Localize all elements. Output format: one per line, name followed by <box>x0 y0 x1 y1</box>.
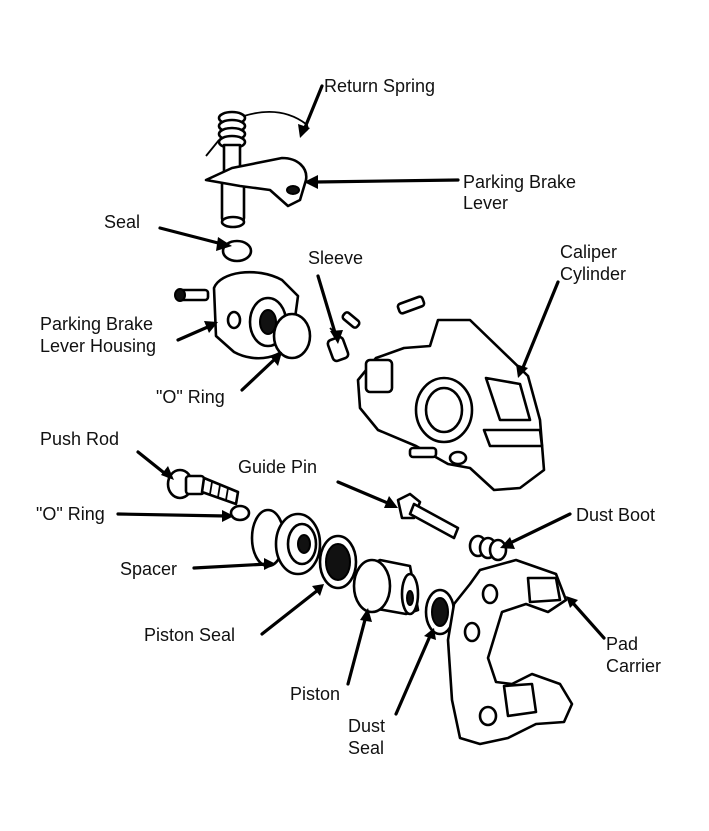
label-spacer: Spacer <box>120 559 177 579</box>
arrow-pad-carrier-icon <box>566 596 578 608</box>
label-lever-housing-2: Lever Housing <box>40 336 156 356</box>
label-parking-brake-lever-1: Parking Brake <box>463 172 576 192</box>
spacer-part <box>250 508 322 576</box>
arrow-o-ring-upper-icon <box>270 352 282 366</box>
arrow-piston-icon <box>360 608 372 622</box>
arrow-parking-lever-icon <box>304 175 318 189</box>
guide-pin-part <box>396 492 460 540</box>
arrow-dust-boot-icon <box>500 537 515 549</box>
label-piston: Piston <box>290 684 340 704</box>
label-piston-seal: Piston Seal <box>144 625 235 645</box>
arrow-guide-pin-icon <box>384 496 398 508</box>
label-seal: Seal <box>104 212 140 232</box>
parking-brake-lever-part <box>204 143 308 229</box>
o-ring-lower-part <box>229 504 251 522</box>
label-pad-carrier-1: Pad <box>606 634 638 654</box>
arrow-caliper-icon <box>516 364 528 378</box>
arrow-piston-seal-icon <box>312 584 324 596</box>
pad-carrier-part <box>446 558 574 746</box>
arrow-dust-seal-icon <box>424 628 436 640</box>
label-lever-housing-1: Parking Brake <box>40 314 153 334</box>
piston-part <box>352 558 420 616</box>
label-push-rod: Push Rod <box>40 429 119 449</box>
caliper-cylinder-part <box>341 295 546 492</box>
label-caliper-cylinder-1: Caliper <box>560 242 617 262</box>
label-return-spring: Return Spring <box>324 76 435 96</box>
label-dust-seal-1: Dust <box>348 716 385 736</box>
arrow-spacer-icon <box>264 558 276 570</box>
arrow-return-spring-icon <box>298 124 310 138</box>
dust-seal-part <box>424 588 456 636</box>
label-dust-boot: Dust Boot <box>576 505 655 525</box>
label-parking-brake-lever-2: Lever <box>463 193 508 213</box>
label-o-ring-upper: "O" Ring <box>156 387 225 407</box>
label-caliper-cylinder-2: Cylinder <box>560 264 626 284</box>
label-guide-pin: Guide Pin <box>238 457 317 477</box>
arrow-sleeve-icon <box>330 330 343 344</box>
arrow-o-ring-lower-icon <box>222 510 234 522</box>
arrow-seal-icon <box>216 237 232 251</box>
label-pad-carrier-2: Carrier <box>606 656 661 676</box>
label-sleeve: Sleeve <box>308 248 363 268</box>
leader-lines <box>116 84 606 716</box>
arrow-push-rod-icon <box>161 466 174 480</box>
piston-seal-part <box>318 534 358 590</box>
push-rod-part <box>166 468 240 506</box>
seal-part <box>221 239 253 263</box>
arrow-housing-icon <box>204 321 218 333</box>
label-o-ring-lower: "O" Ring <box>36 504 105 524</box>
label-dust-seal-2: Seal <box>348 738 384 758</box>
dust-boot-part <box>468 534 508 562</box>
o-ring-upper-part <box>272 312 312 360</box>
return-spring-part <box>205 110 309 157</box>
